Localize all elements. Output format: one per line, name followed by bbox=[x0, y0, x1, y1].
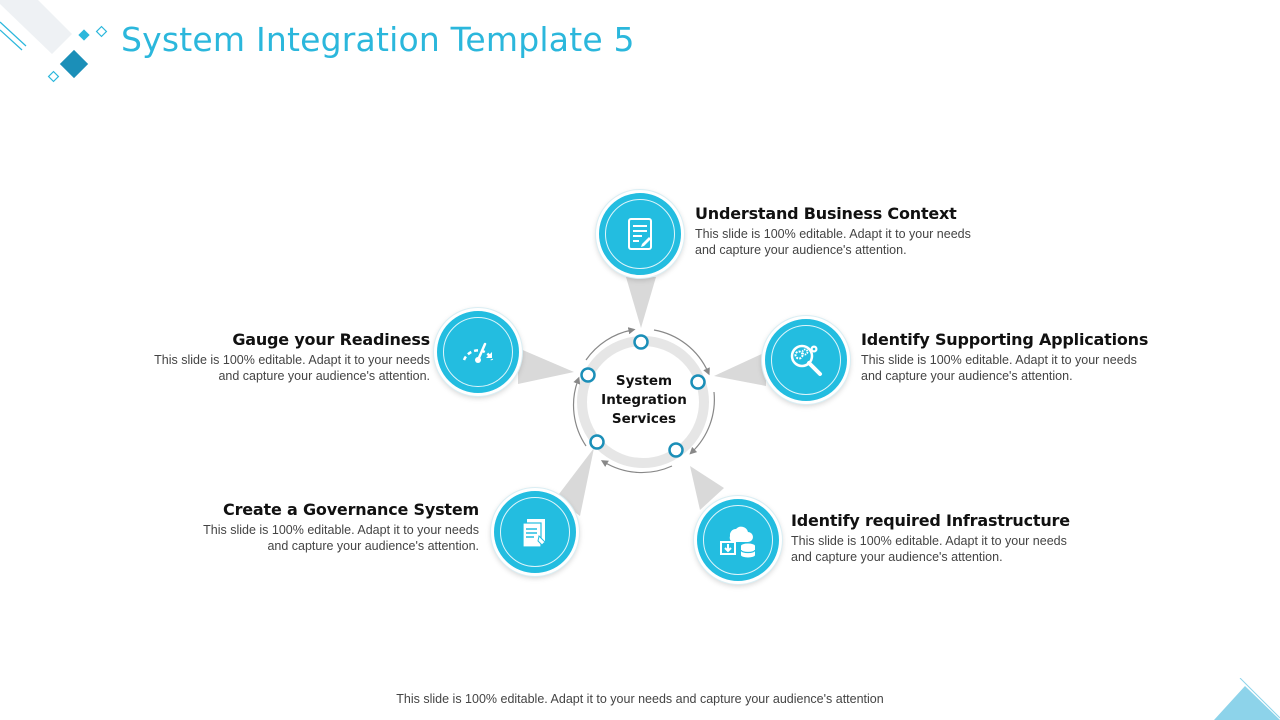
node-identify-required-infrastructure bbox=[694, 496, 782, 584]
documents-icon bbox=[522, 519, 546, 548]
cloud-database-icon bbox=[720, 526, 756, 558]
cycle-arrow-5 bbox=[585, 327, 636, 361]
step-description: This slide is 100% editable. Adapt it to… bbox=[791, 534, 1067, 564]
hub-inner bbox=[588, 347, 698, 457]
node-create-governance-system bbox=[491, 488, 579, 576]
step-heading: Gauge your Readiness bbox=[232, 330, 430, 349]
node-gauge-your-readiness bbox=[434, 308, 522, 396]
cycle-arrow-4 bbox=[572, 376, 587, 447]
step-identify-supporting-applications: Identify Supporting Applications This sl… bbox=[861, 330, 1191, 384]
slide-title: System Integration Template 5 bbox=[121, 20, 635, 59]
step-heading: Understand Business Context bbox=[695, 204, 957, 223]
corner-decoration bbox=[0, 0, 108, 83]
step-description: This slide is 100% editable. Adapt it to… bbox=[154, 353, 430, 383]
connector-bottom-right bbox=[690, 466, 724, 510]
step-identify-required-infrastructure: Identify required Infrastructure This sl… bbox=[791, 511, 1121, 565]
gears-magnifier-icon bbox=[790, 344, 822, 376]
step-create-governance-system: Create a Governance System This slide is… bbox=[149, 500, 479, 554]
cycle-arrow-3 bbox=[600, 460, 673, 474]
connector-top bbox=[626, 277, 656, 328]
step-description: This slide is 100% editable. Adapt it to… bbox=[695, 227, 971, 257]
hub-label: System Integration Services bbox=[601, 373, 687, 427]
ring-dot-bottom-left bbox=[589, 434, 605, 450]
connector-bottom-left bbox=[556, 448, 594, 516]
ring-dot-bottom-right bbox=[668, 442, 684, 458]
step-heading: Create a Governance System bbox=[223, 500, 479, 519]
document-icon bbox=[628, 218, 652, 250]
corner-triangle-decoration bbox=[1214, 678, 1280, 720]
node-identify-supporting-applications bbox=[762, 316, 850, 404]
step-gauge-your-readiness: Gauge your Readiness This slide is 100% … bbox=[100, 330, 430, 384]
ring-dot-right bbox=[690, 374, 706, 390]
step-description: This slide is 100% editable. Adapt it to… bbox=[861, 353, 1137, 383]
footer-note: This slide is 100% editable. Adapt it to… bbox=[396, 692, 884, 706]
connector-right bbox=[714, 352, 766, 386]
connector-left bbox=[518, 348, 574, 384]
node-understand-business-context bbox=[596, 190, 684, 278]
speedometer-icon bbox=[462, 342, 494, 363]
step-heading: Identify Supporting Applications bbox=[861, 330, 1149, 349]
step-heading: Identify required Infrastructure bbox=[791, 511, 1070, 530]
ring-dot-top bbox=[633, 334, 649, 350]
step-understand-business-context: Understand Business Context This slide i… bbox=[695, 204, 1025, 258]
cycle-arrow-2 bbox=[689, 391, 715, 455]
cycle-arrow-1 bbox=[653, 329, 710, 376]
ring-dot-left bbox=[580, 367, 596, 383]
step-description: This slide is 100% editable. Adapt it to… bbox=[203, 523, 479, 553]
